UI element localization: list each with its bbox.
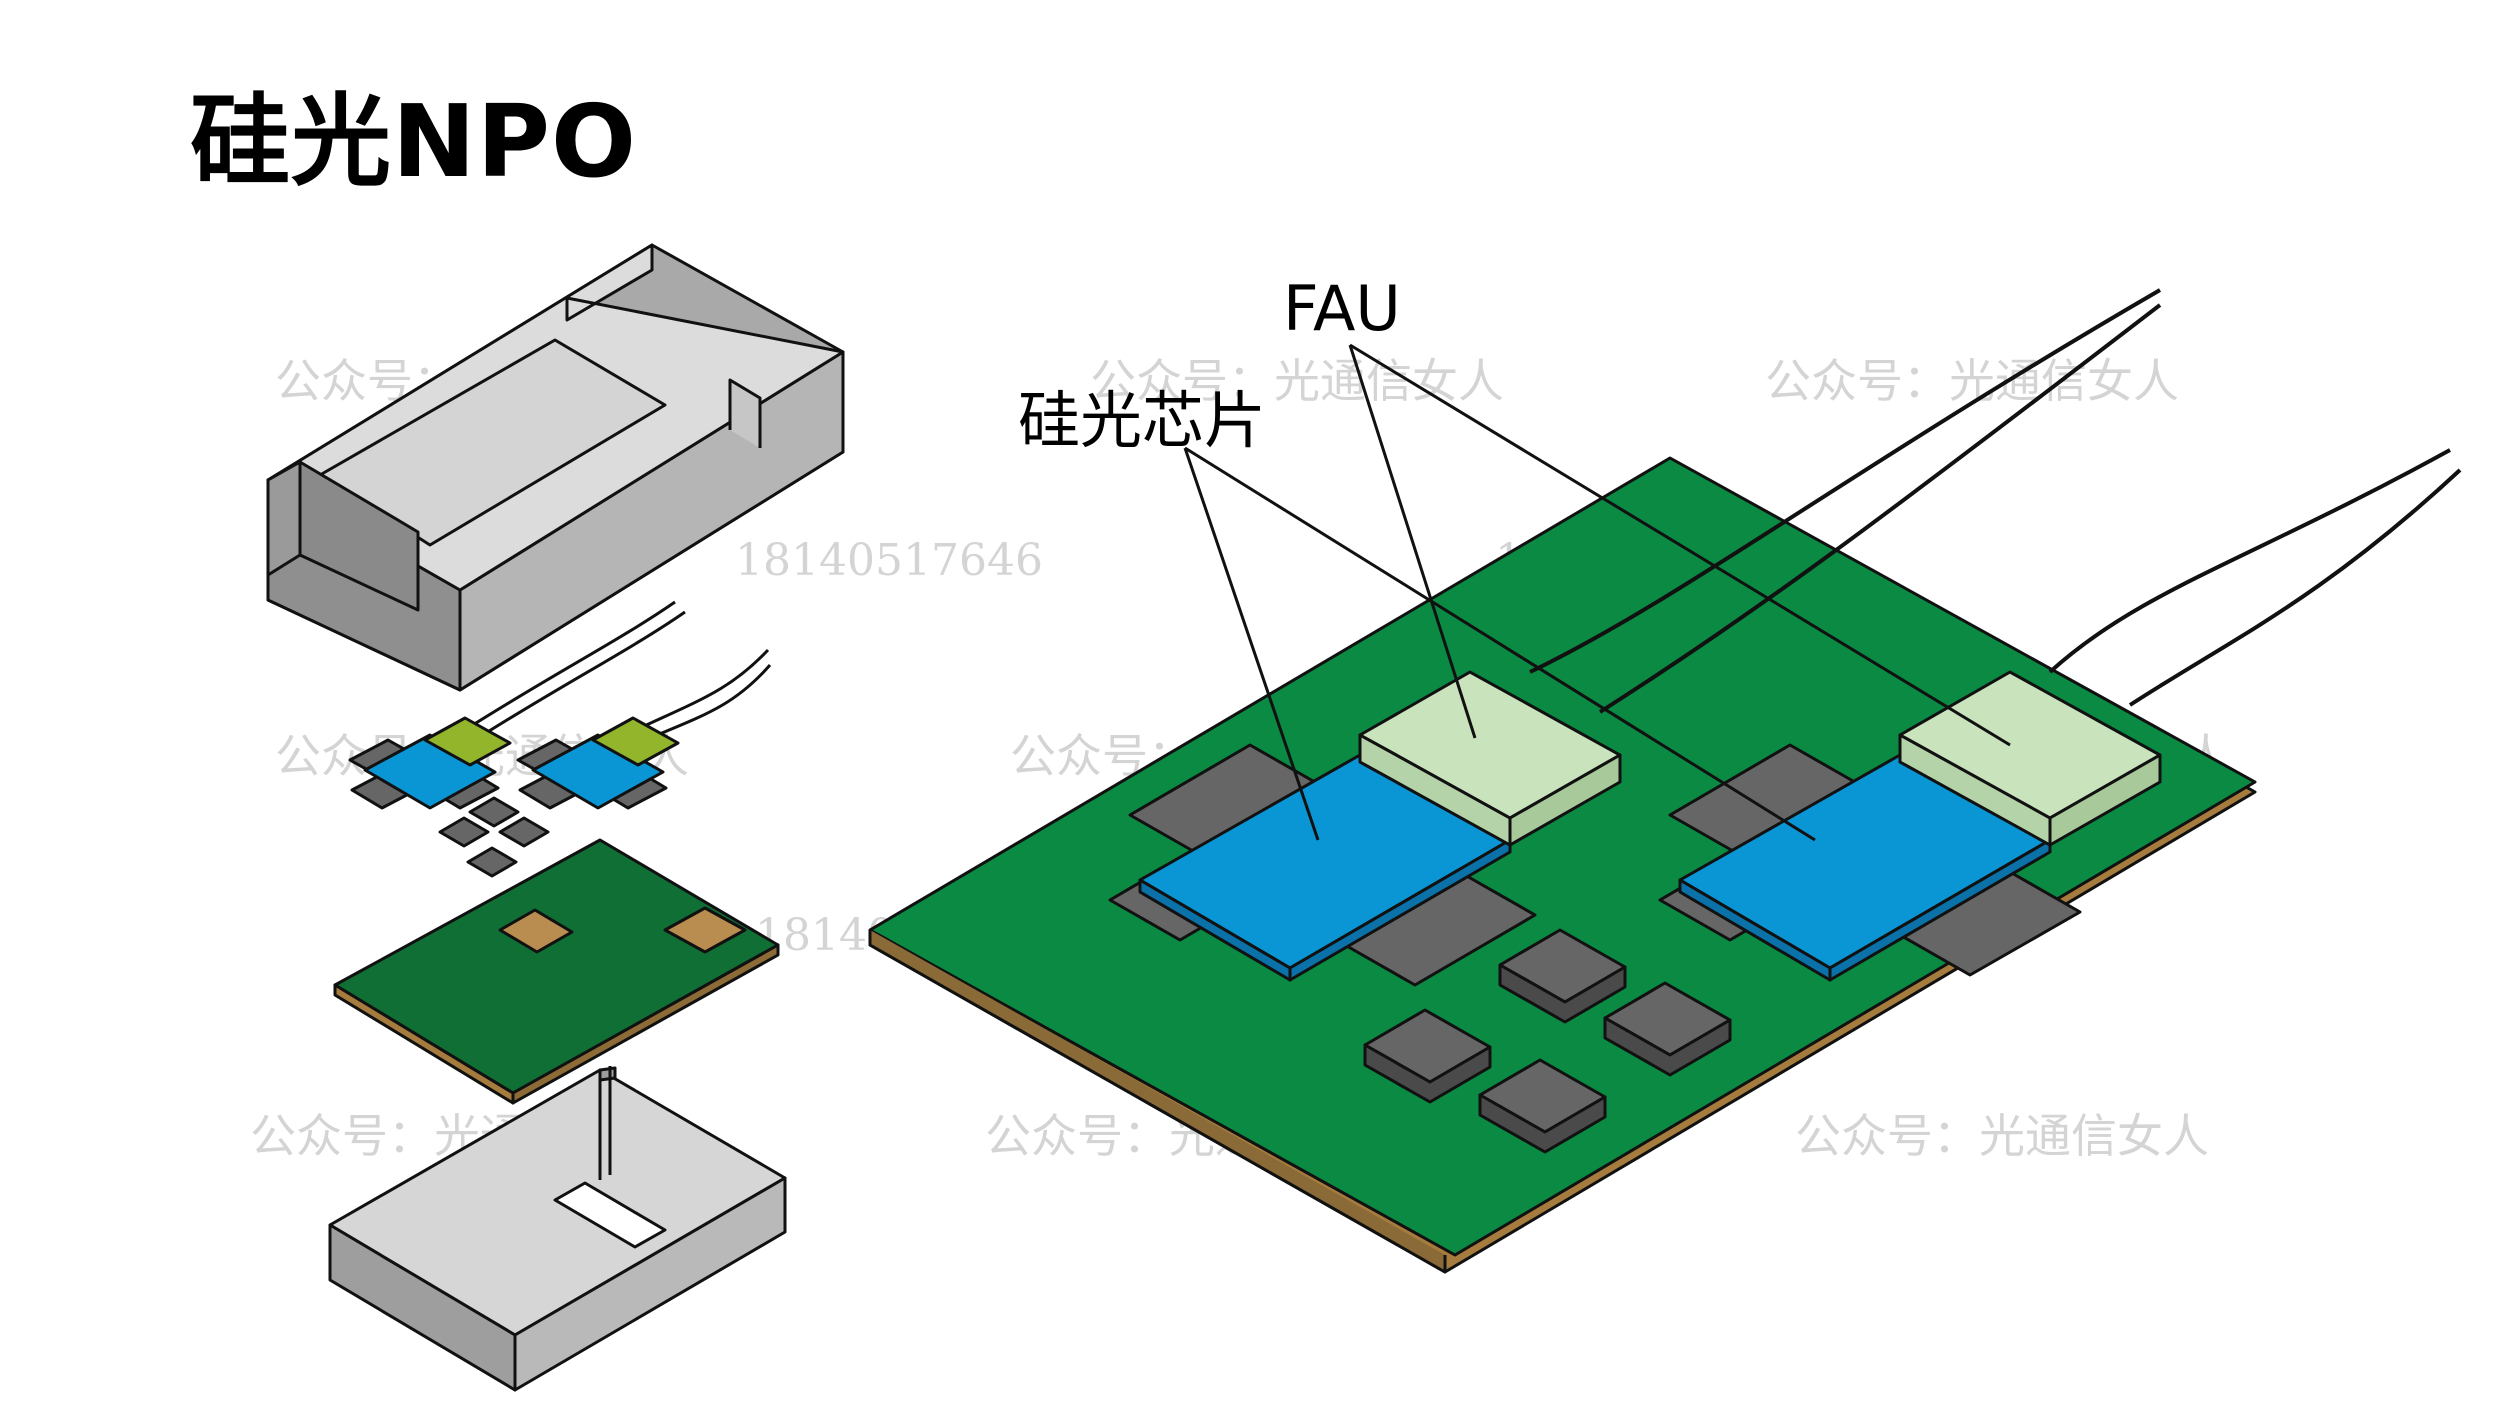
fiber-lines bbox=[467, 600, 772, 740]
housing-base bbox=[328, 1066, 787, 1392]
mini-module-left bbox=[348, 716, 512, 810]
label-fau: FAU bbox=[1283, 272, 1401, 345]
sipho-assembly-right bbox=[1658, 670, 2162, 982]
housing-lid bbox=[266, 243, 845, 692]
label-sipho-chip: 硅光芯片 bbox=[1018, 384, 1267, 457]
sipho-assembly-left bbox=[1108, 670, 1622, 987]
pcb-board bbox=[333, 838, 780, 1105]
callout-lines bbox=[1183, 343, 2011, 842]
main-fiber-lines bbox=[1529, 288, 2462, 714]
page-title: 硅光NPO bbox=[190, 83, 637, 200]
mini-module-right bbox=[516, 716, 680, 810]
main-pcb bbox=[868, 456, 2257, 1274]
small-components bbox=[438, 796, 550, 878]
passive-components bbox=[1363, 928, 1732, 1154]
